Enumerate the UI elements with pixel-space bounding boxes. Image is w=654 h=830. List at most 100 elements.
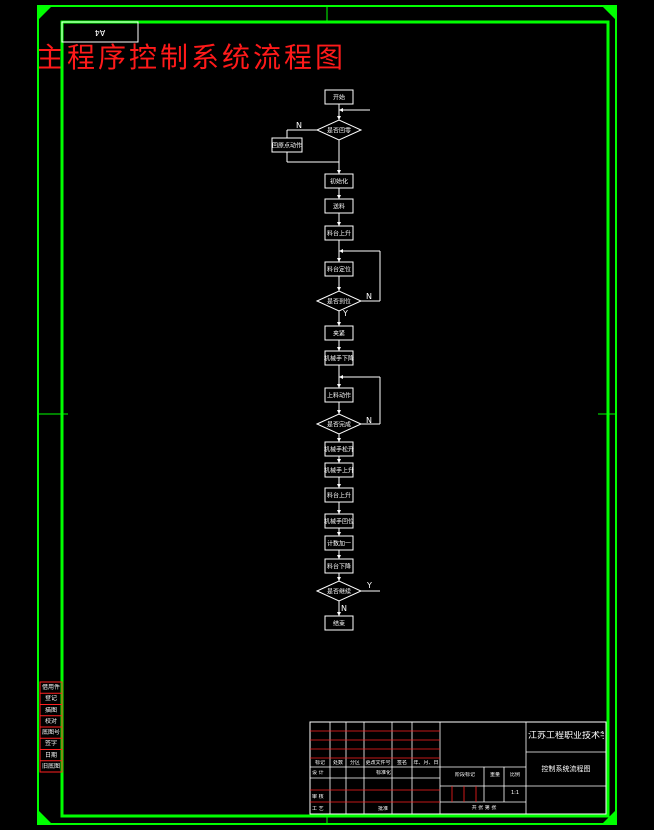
flow-node-n_home: 回原点动作 <box>271 137 303 153</box>
title-block-text: 标记 <box>314 760 325 766</box>
flow-arrow <box>337 532 341 536</box>
decision-shape <box>315 413 363 435</box>
corner-mark-tr <box>602 6 616 20</box>
process-shape <box>324 325 354 341</box>
process-shape <box>324 513 354 529</box>
flow-node-n_p10: 料台上升 <box>324 487 354 503</box>
title-block-text: 年、月、日 <box>413 760 439 766</box>
flow-arrow <box>337 577 341 581</box>
node-label: 是否回零 <box>327 128 351 135</box>
branch-label-d2-yes: Y <box>342 309 348 318</box>
decision-shape <box>315 119 363 141</box>
flow-node-n_p3: 料台上升 <box>324 225 354 241</box>
process-shape <box>324 350 354 366</box>
node-label: 上料动作 <box>327 392 351 400</box>
process-shape <box>271 137 303 153</box>
sidebar-label: 校对 <box>44 717 57 725</box>
terminal-shape <box>324 615 354 631</box>
title-block-text: 处数 <box>332 760 343 766</box>
title-block-text: 共 张 第 张 <box>471 805 497 811</box>
title-block-text: 签名 <box>396 760 407 766</box>
process-shape <box>324 261 354 277</box>
title-block-text: 审 核 <box>312 794 324 800</box>
terminal-shape <box>324 89 354 105</box>
title-block-text: 标准化 <box>376 770 392 776</box>
title-block-text: 控制系统流程图 <box>541 765 591 773</box>
flow-arrow <box>337 384 341 388</box>
flow-arrow <box>337 170 341 174</box>
sidebar-table <box>39 681 63 773</box>
flow-arrow <box>337 347 341 351</box>
node-label: 回原点动作 <box>272 142 302 150</box>
decision-shape <box>315 580 363 602</box>
flow-node-n_p5: 夹紧 <box>324 325 354 341</box>
flow-arrow <box>337 222 341 226</box>
process-shape <box>324 387 354 403</box>
corner-mark-bl <box>38 810 52 824</box>
flow-arrow <box>339 108 343 112</box>
decision-shape <box>315 290 363 312</box>
node-label: 机械手下降 <box>324 355 354 363</box>
flow-node-n_p8: 机械手松开 <box>324 441 354 457</box>
tb-frame <box>309 721 607 815</box>
process-shape <box>324 198 354 214</box>
flow-node-n_p9: 机械手上升 <box>324 462 354 478</box>
flow-node-n_p7: 上料动作 <box>324 387 354 403</box>
flow-node-n_d3: 是否完成 <box>315 413 363 435</box>
node-label: 夹紧 <box>333 330 345 338</box>
corner-mark-br <box>602 810 616 824</box>
title-block-text: 重量 <box>489 772 500 778</box>
branch-label-d4-no: N <box>341 604 347 613</box>
title-block-text: 阶段标记 <box>454 772 475 778</box>
process-shape <box>324 487 354 503</box>
node-label: 机械手回位 <box>324 518 354 526</box>
node-label: 是否继续 <box>327 588 351 596</box>
corner-tag-box <box>61 21 139 43</box>
node-label: 料台定位 <box>327 266 351 274</box>
title-block-text: 江苏工程职业技术学院 <box>528 731 604 741</box>
flow-node-n_start: 开始 <box>324 89 354 105</box>
flow-arrow <box>337 287 341 291</box>
node-label: 初始化 <box>330 178 348 186</box>
flow-arrow <box>337 555 341 559</box>
branch-label-d4-yes: Y <box>366 581 372 590</box>
branch-label-d2-no: N <box>366 292 372 301</box>
flow-arrow <box>337 258 341 262</box>
process-shape <box>324 441 354 457</box>
branch-label-d1-no: N <box>296 121 302 130</box>
flow-node-n_p13: 料台下降 <box>324 558 354 574</box>
title-block-text: 更改文件号 <box>365 760 391 766</box>
branch-label-d3-no: N <box>366 416 372 425</box>
node-label: 开始 <box>333 94 345 102</box>
node-label: 是否到位 <box>327 298 351 306</box>
corner-tag: A4 <box>95 28 106 37</box>
flow-node-n_p11: 机械手回位 <box>324 513 354 529</box>
sidebar-label: 旧底图 <box>41 762 60 770</box>
title-block-text: 比例 <box>509 772 520 778</box>
flow-arrow <box>337 510 341 514</box>
process-shape <box>324 535 354 551</box>
sidebar-label: 借用件 <box>41 684 60 691</box>
flow-node-n_d4: 是否继续 <box>315 580 363 602</box>
flow-arrow <box>337 116 341 120</box>
flow-arrow <box>339 249 343 253</box>
title-block-grid <box>309 721 607 815</box>
flow-arrow <box>337 195 341 199</box>
node-label: 结束 <box>333 620 345 628</box>
title-block-text: 分区 <box>349 760 360 766</box>
sidebar-label: 描图 <box>44 706 57 714</box>
page-title: 主程序控制系统流程图 <box>36 41 347 74</box>
flow-arrow <box>337 438 341 442</box>
flow-node-n_p4: 料台定位 <box>324 261 354 277</box>
process-shape <box>324 558 354 574</box>
node-label: 机械手上升 <box>324 467 354 475</box>
flow-arrow <box>337 410 341 414</box>
flow-node-n_p6: 机械手下降 <box>324 350 354 366</box>
flow-node-n_d2: 是否到位 <box>315 290 363 312</box>
flow-arrow <box>337 322 341 326</box>
inner-frame <box>60 20 610 818</box>
flow-node-n_p1: 初始化 <box>324 173 354 189</box>
sidebar-label: 登记 <box>44 695 57 703</box>
flow-node-n_end: 结束 <box>324 615 354 631</box>
